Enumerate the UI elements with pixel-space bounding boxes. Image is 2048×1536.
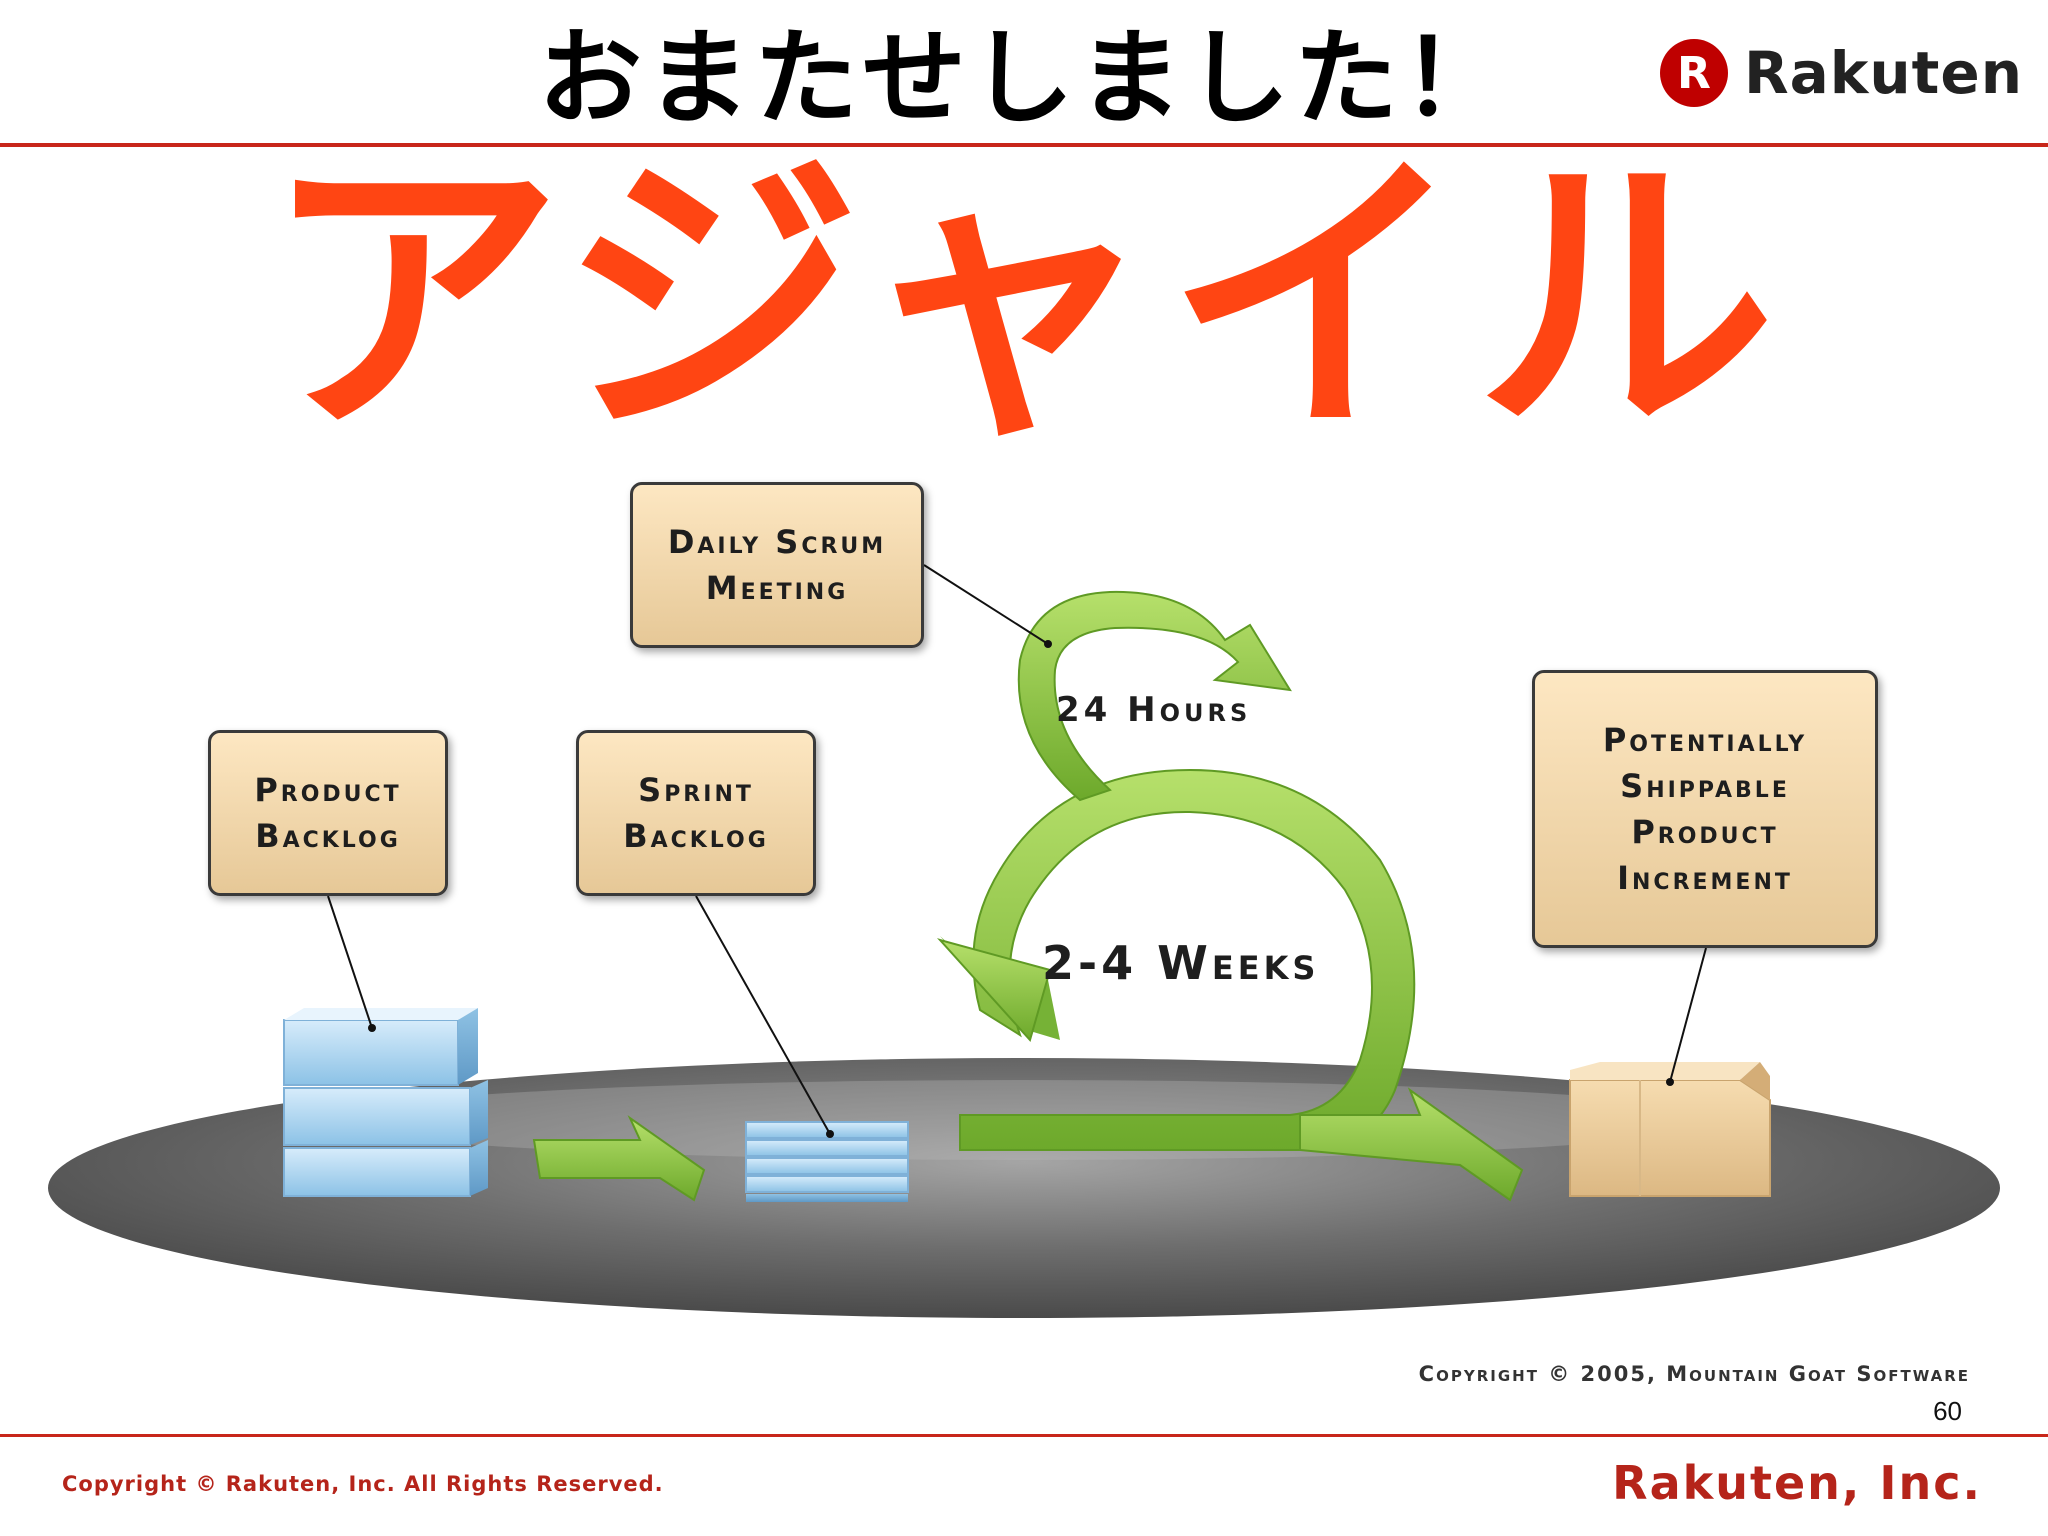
cardboard-box-icon xyxy=(1569,1062,1771,1197)
green-arrow-icon xyxy=(532,1115,706,1202)
sprint-backlog-line-2: Backlog xyxy=(623,817,769,855)
slide-heading: おまたせしました！ xyxy=(537,17,1510,139)
thin-stack-icon xyxy=(745,1121,909,1202)
footer-copyright: Copyright © Rakuten, Inc. All Rights Res… xyxy=(62,1472,664,1496)
page-number: 60 xyxy=(1933,1396,1962,1426)
increment-line-1: Potentially xyxy=(1602,721,1808,759)
rakuten-logo: R Rakuten xyxy=(1660,38,2023,108)
daily-scrum-line-2: Meeting xyxy=(705,569,849,607)
daily-cycle-label: 24 Hours xyxy=(1056,690,1252,730)
increment-line-4: Increment xyxy=(1617,859,1793,897)
rakuten-r-icon: R xyxy=(1660,39,1728,107)
sprint-cycle-arrow xyxy=(936,768,1524,1202)
daily-scrum-box: Daily Scrum Meeting xyxy=(630,482,924,648)
platform-ellipse xyxy=(48,1058,2000,1318)
footer-company-name: Rakuten, Inc. xyxy=(1612,1456,1982,1510)
sprint-backlog-line-1: Sprint xyxy=(638,771,754,809)
sprint-cycle-label: 2-4 Weeks xyxy=(1042,936,1320,990)
header-divider xyxy=(0,143,2048,147)
product-backlog-line-2: Backlog xyxy=(255,817,401,855)
increment-box: Potentially Shippable Product Increment xyxy=(1532,670,1878,948)
product-backlog-line-1: Product xyxy=(254,771,402,809)
stacked-blocks-icon xyxy=(283,1008,488,1197)
product-backlog-box: Product Backlog xyxy=(208,730,448,896)
diagram-copyright: Copyright © 2005, Mountain Goat Software xyxy=(1418,1362,1970,1386)
slide-title: アジャイル xyxy=(262,125,1786,474)
increment-line-3: Product xyxy=(1631,813,1779,851)
rakuten-wordmark: Rakuten xyxy=(1744,39,2024,107)
sprint-backlog-box: Sprint Backlog xyxy=(576,730,816,896)
increment-line-2: Shippable xyxy=(1620,767,1790,805)
daily-cycle-arrow xyxy=(1017,590,1292,802)
footer-divider xyxy=(0,1434,2048,1437)
daily-scrum-line-1: Daily Scrum xyxy=(667,523,887,561)
